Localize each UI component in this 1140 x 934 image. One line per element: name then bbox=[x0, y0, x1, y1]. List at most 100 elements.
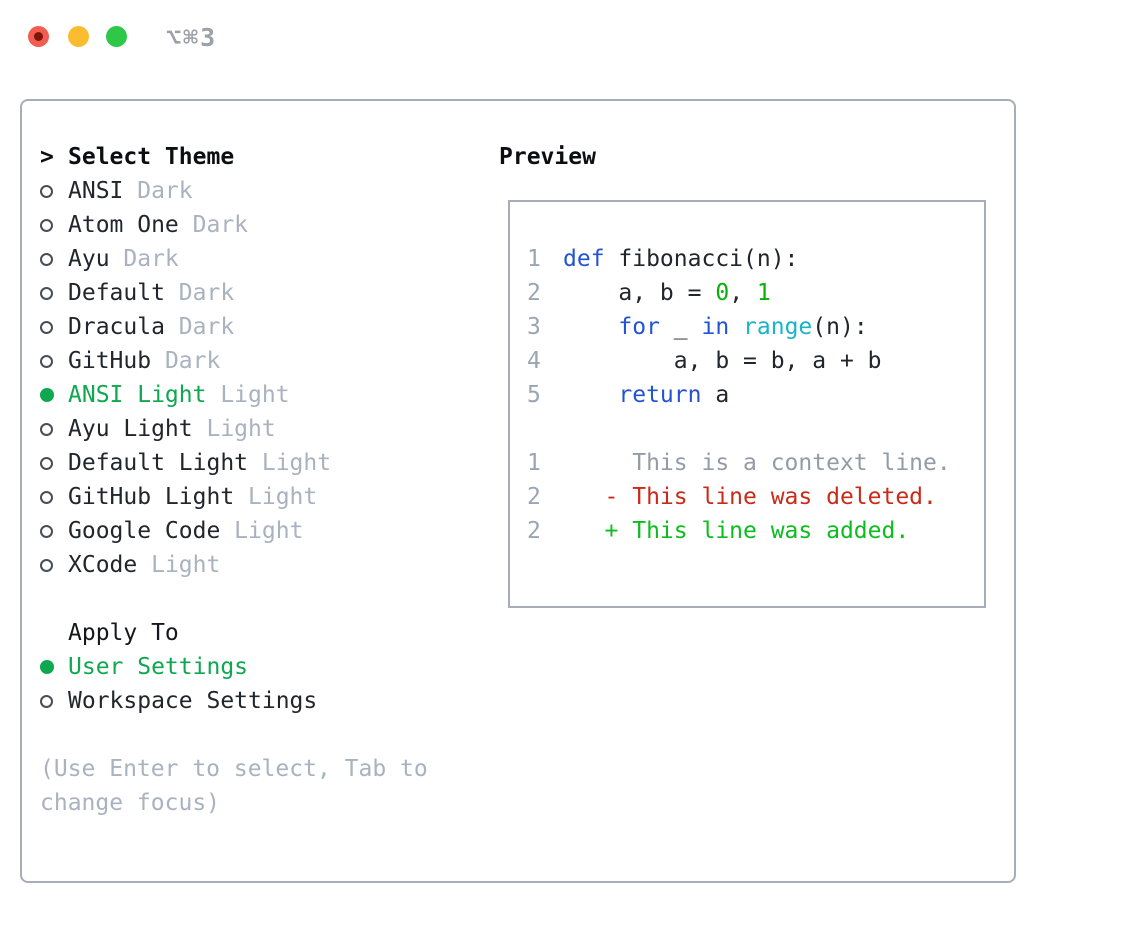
radio-unselected-icon bbox=[40, 252, 53, 266]
option-label: GitHub bbox=[68, 348, 152, 374]
code-text: a, b = 0, 1 bbox=[563, 280, 771, 306]
radio-unselected-icon bbox=[40, 354, 53, 368]
radio-unselected-icon bbox=[40, 694, 53, 708]
option-label: Dracula bbox=[68, 314, 165, 340]
code-text: def fibonacci(n): bbox=[563, 246, 799, 272]
code-line bbox=[510, 412, 984, 446]
line-number: 2 bbox=[527, 518, 541, 544]
help-text-line-1: (Use Enter to select, Tab to bbox=[40, 756, 428, 782]
radio-unselected-icon bbox=[40, 320, 53, 334]
theme-option-ayu-light[interactable]: Ayu Light Light bbox=[22, 412, 502, 446]
theme-option-atom-one[interactable]: Atom One Dark bbox=[22, 208, 502, 242]
code-line: 2 a, b = 0, 1 bbox=[510, 276, 984, 310]
preview-title: Preview bbox=[499, 144, 596, 170]
option-variant-label: Light bbox=[248, 450, 332, 476]
radio-unselected-icon bbox=[40, 456, 53, 470]
radio-unselected-icon bbox=[40, 422, 53, 436]
minimize-button[interactable] bbox=[68, 26, 89, 47]
option-label: XCode bbox=[68, 552, 138, 578]
option-variant-label: Light bbox=[234, 484, 318, 510]
option-variant-label: Dark bbox=[123, 178, 193, 204]
code-line: 2 + This line was added. bbox=[510, 514, 984, 548]
apply-to-header: Apply To bbox=[22, 616, 502, 650]
option-variant-label: Light bbox=[137, 552, 221, 578]
code-text: a, b = b, a + b bbox=[563, 348, 882, 374]
option-label: Default Light bbox=[68, 450, 249, 476]
theme-option-ayu[interactable]: Ayu Dark bbox=[22, 242, 502, 276]
option-variant-label: Dark bbox=[164, 314, 235, 340]
line-number: 3 bbox=[527, 314, 541, 340]
spacer bbox=[22, 718, 502, 752]
record-dot-icon bbox=[34, 32, 43, 41]
maximize-button[interactable] bbox=[106, 26, 127, 47]
theme-option-ansi-light[interactable]: ANSI Light Light bbox=[22, 378, 502, 412]
option-variant-label: Light bbox=[206, 382, 290, 408]
code-line: 2 - This line was deleted. bbox=[510, 480, 984, 514]
option-variant-label: Light bbox=[192, 416, 276, 442]
line-number: 2 bbox=[527, 484, 541, 510]
radio-unselected-icon bbox=[40, 524, 53, 538]
line-number: 5 bbox=[527, 382, 541, 408]
option-variant-label: Dark bbox=[178, 212, 249, 238]
radio-selected-icon bbox=[40, 660, 54, 674]
line-number: 4 bbox=[527, 348, 541, 374]
radio-unselected-icon bbox=[40, 286, 53, 300]
titlebar: ⌥⌘3 bbox=[0, 0, 1140, 75]
theme-option-github-light[interactable]: GitHub Light Light bbox=[22, 480, 502, 514]
option-label: Ayu bbox=[68, 246, 110, 272]
apply-to-title: Apply To bbox=[68, 620, 179, 646]
code-text: + This line was added. bbox=[563, 518, 910, 544]
spacer bbox=[22, 582, 502, 616]
option-variant-label: Dark bbox=[151, 348, 221, 374]
code-line: 1 def fibonacci(n): bbox=[510, 242, 984, 276]
window-shortcut-label: ⌥⌘3 bbox=[166, 23, 218, 52]
cursor-icon: > bbox=[40, 144, 54, 170]
option-label: GitHub Light bbox=[68, 484, 235, 510]
radio-selected-icon bbox=[40, 388, 54, 402]
option-label: Google Code bbox=[68, 518, 221, 544]
line-number: 2 bbox=[527, 280, 541, 306]
theme-option-ansi[interactable]: ANSI Dark bbox=[22, 174, 502, 208]
help-text-line-2: change focus) bbox=[40, 790, 221, 816]
option-label: ANSI Light bbox=[68, 382, 207, 408]
option-label: Workspace Settings bbox=[68, 688, 318, 714]
option-label: Default bbox=[68, 280, 165, 306]
apply-option-user-settings[interactable]: User Settings bbox=[22, 650, 502, 684]
code-line: 5 return a bbox=[510, 378, 984, 412]
theme-list-title: Select Theme bbox=[68, 144, 235, 170]
option-label: Ayu Light bbox=[68, 416, 193, 442]
line-number: 1 bbox=[527, 246, 541, 272]
code-line: 4 a, b = b, a + b bbox=[510, 344, 984, 378]
theme-option-default-light[interactable]: Default Light Light bbox=[22, 446, 502, 480]
code-text: - This line was deleted. bbox=[563, 484, 937, 510]
apply-option-workspace-settings[interactable]: Workspace Settings bbox=[22, 684, 502, 718]
theme-option-default[interactable]: Default Dark bbox=[22, 276, 502, 310]
code-text: This is a context line. bbox=[563, 450, 951, 476]
option-variant-label: Dark bbox=[164, 280, 235, 306]
code-line: 3 for _ in range(n): bbox=[510, 310, 984, 344]
code-line: 1 This is a context line. bbox=[510, 446, 984, 480]
radio-unselected-icon bbox=[40, 218, 53, 232]
theme-option-google-code[interactable]: Google Code Light bbox=[22, 514, 502, 548]
option-variant-label: Dark bbox=[109, 246, 179, 272]
line-number bbox=[527, 412, 563, 446]
radio-unselected-icon bbox=[40, 558, 53, 572]
code-text: for _ in range(n): bbox=[618, 314, 868, 340]
line-number: 1 bbox=[527, 450, 541, 476]
radio-unselected-icon bbox=[40, 490, 53, 504]
option-label: User Settings bbox=[68, 654, 249, 680]
option-variant-label: Light bbox=[220, 518, 304, 544]
option-label: Atom One bbox=[68, 212, 179, 238]
code-text: return a bbox=[618, 382, 730, 408]
theme-option-xcode[interactable]: XCode Light bbox=[22, 548, 502, 582]
close-button[interactable] bbox=[28, 26, 49, 47]
theme-option-github[interactable]: GitHub Dark bbox=[22, 344, 502, 378]
theme-list-header: > Select Theme bbox=[22, 140, 502, 174]
theme-option-dracula[interactable]: Dracula Dark bbox=[22, 310, 502, 344]
